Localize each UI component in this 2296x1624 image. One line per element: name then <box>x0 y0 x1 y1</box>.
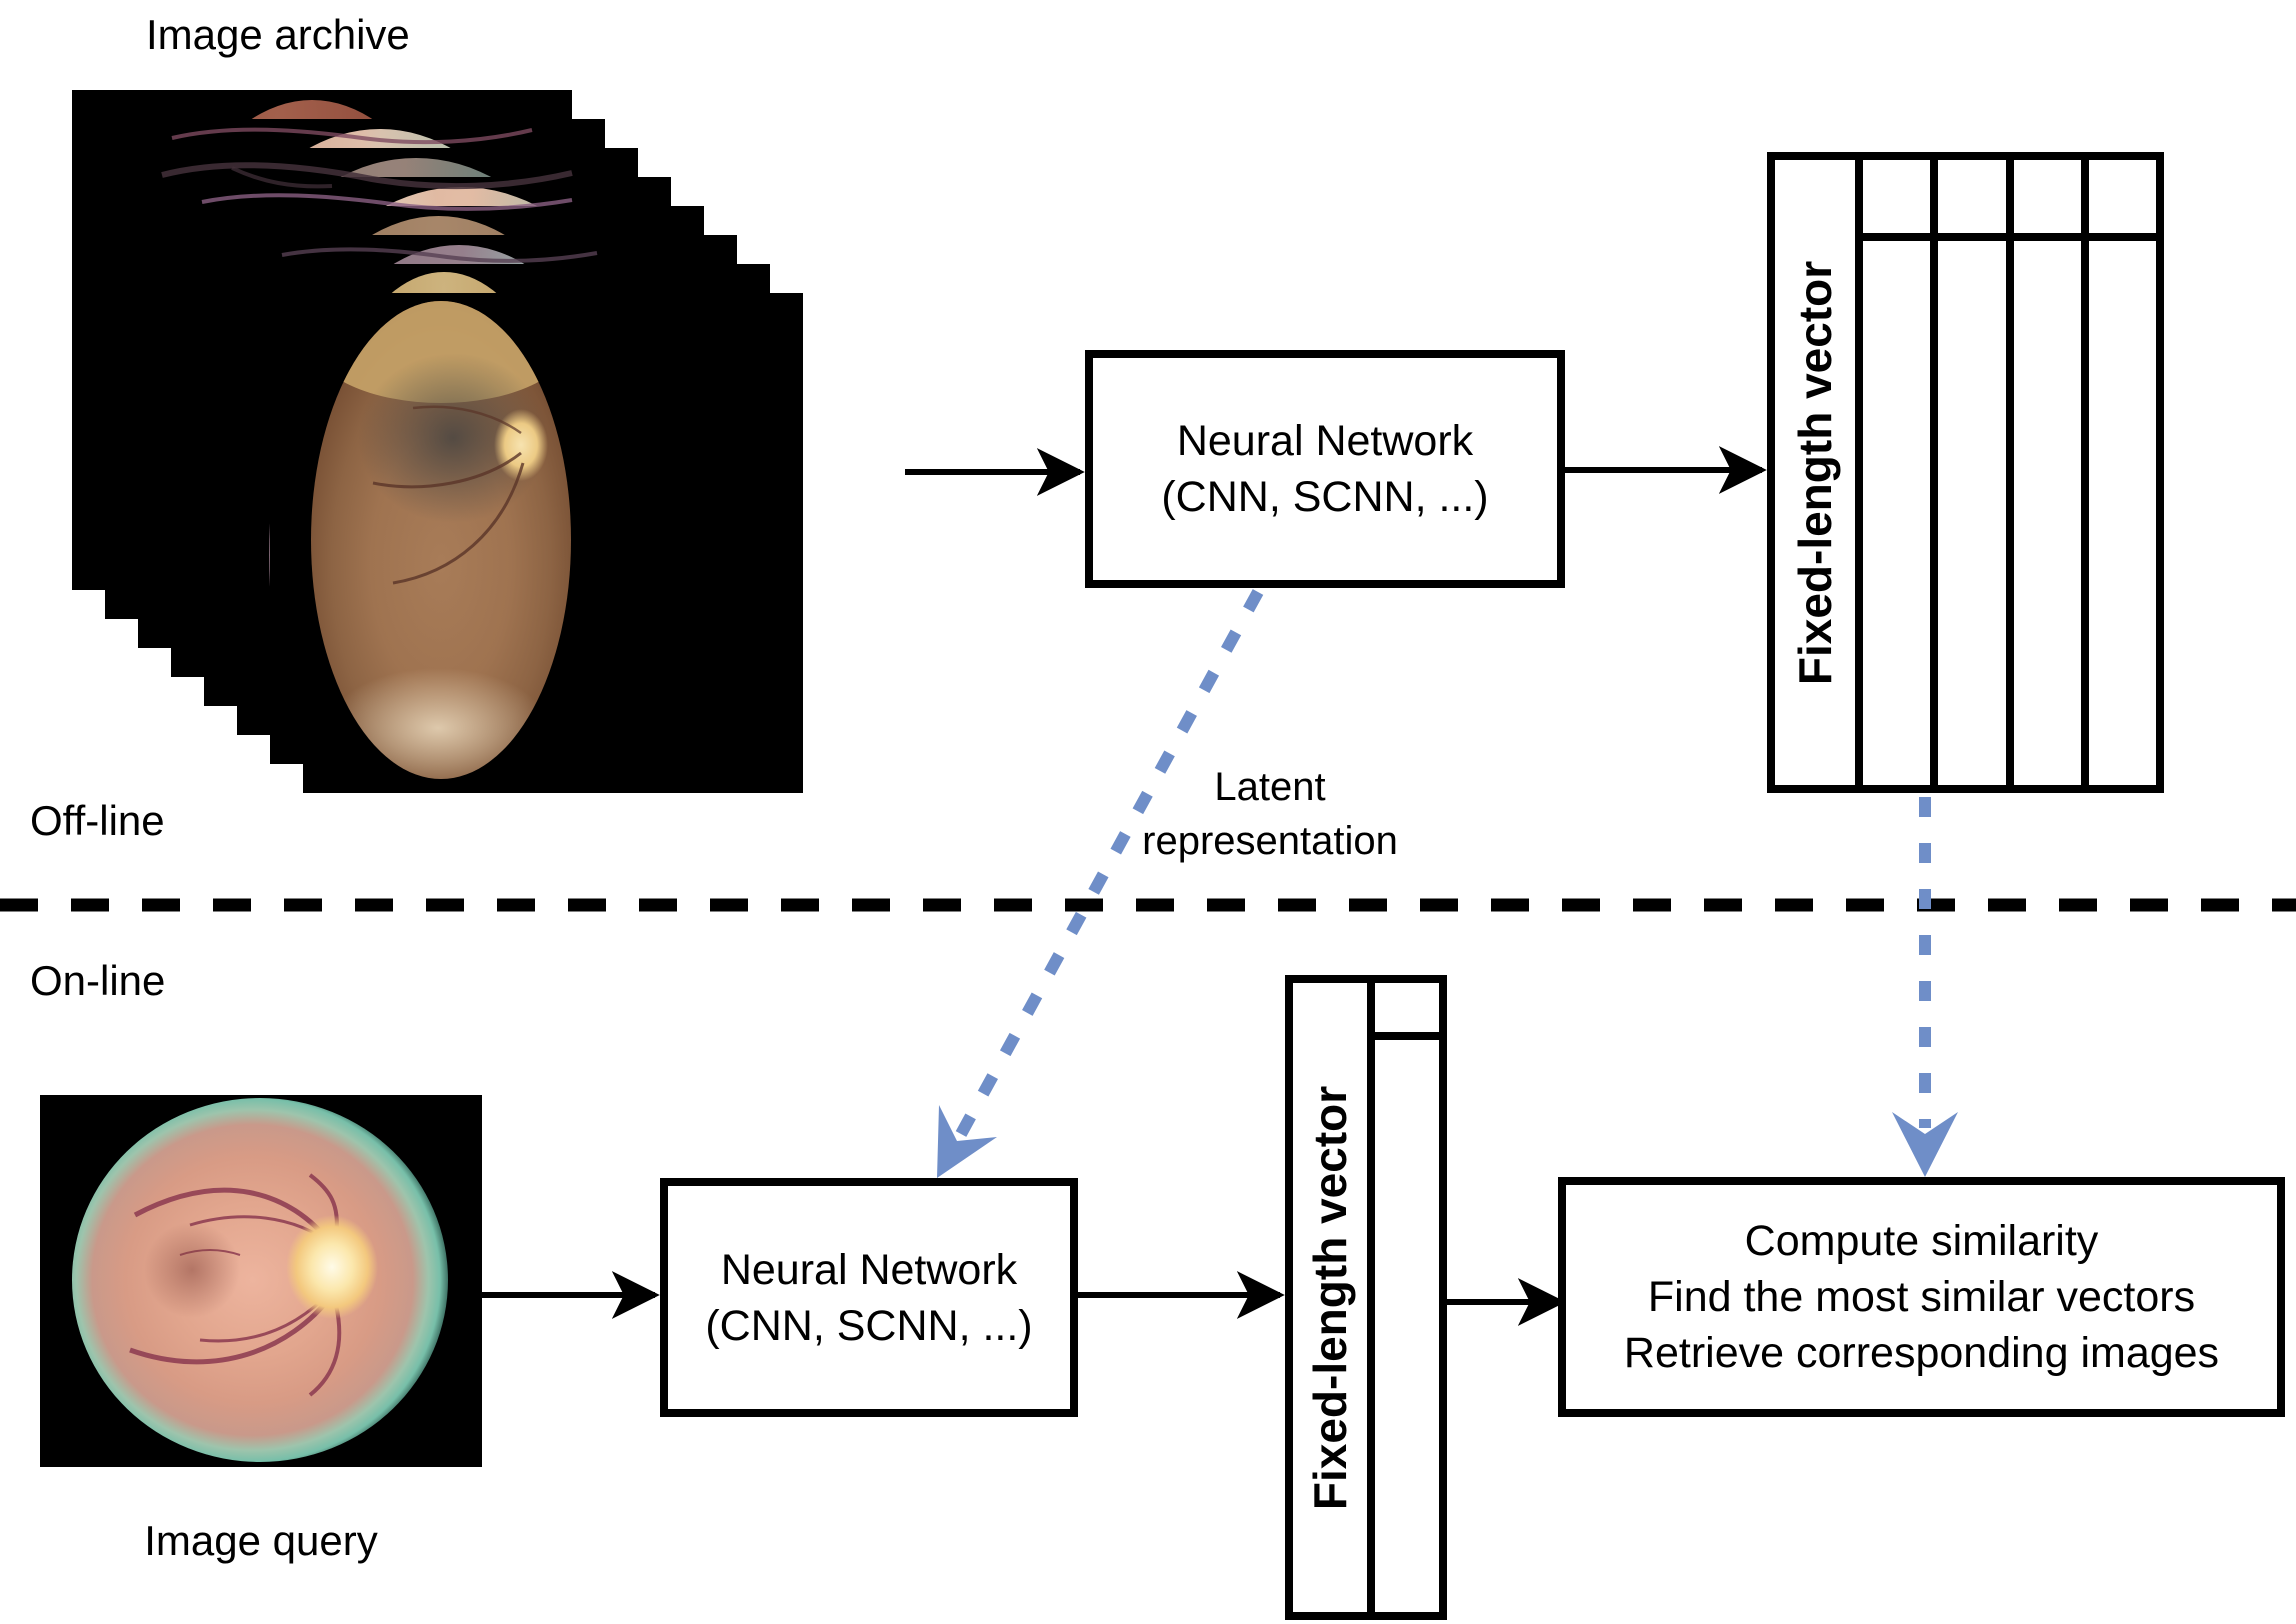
vector-header-cell <box>1863 160 1931 241</box>
latent-representation-label: Latent representation <box>1100 760 1440 868</box>
vector-to-compute-arrowhead <box>1892 1112 1958 1177</box>
latent-transfer-arrowhead <box>937 1105 997 1178</box>
vector-body-cell <box>2089 241 2156 785</box>
query-fundus-image <box>72 1098 448 1462</box>
image-query-photo <box>40 1095 482 1467</box>
vector-body-cell <box>1375 1040 1439 1612</box>
vector-column <box>1930 160 2006 785</box>
vector-body-cell <box>1863 241 1930 785</box>
vector-column <box>2005 160 2081 785</box>
neural-network-box-offline: Neural Network (CNN, SCNN, ...) <box>1085 350 1565 588</box>
vector-header-cell <box>1938 160 2006 241</box>
latent-line2: representation <box>1142 819 1398 863</box>
compute-line1: Compute similarity <box>1744 1217 2099 1265</box>
neural-network-box-online: Neural Network (CNN, SCNN, ...) <box>660 1178 1078 1417</box>
latent-line1: Latent <box>1214 765 1326 809</box>
vector-column <box>1375 983 1439 1612</box>
vector-label-column: Fixed-length vector <box>1293 983 1375 1612</box>
image-query-title: Image query <box>144 1517 378 1564</box>
vector-header-cell <box>2088 160 2156 241</box>
compute-line2: Find the most similar vectors <box>1647 1273 2196 1321</box>
vector-columns <box>1375 983 1439 1612</box>
image-archive-stack <box>72 90 812 800</box>
compute-similarity-box: Compute similarity Find the most similar… <box>1558 1177 2285 1417</box>
nn-online-line1: Neural Network <box>720 1245 1018 1294</box>
offline-section-label: Off-line <box>30 797 165 844</box>
fixed-length-vector-table-offline: Fixed-length vector <box>1767 152 2164 793</box>
vector-columns <box>1863 160 2156 785</box>
vector-offline-label: Fixed-length vector <box>1789 260 1841 685</box>
vector-label-column: Fixed-length vector <box>1775 160 1863 785</box>
vector-online-label: Fixed-length vector <box>1304 1085 1356 1510</box>
archive-photo-front <box>303 293 803 793</box>
fixed-length-vector-table-online: Fixed-length vector <box>1285 975 1447 1620</box>
front-fundus-image <box>311 301 571 779</box>
vector-body-cell <box>2014 241 2081 785</box>
vector-header-cell <box>2013 160 2081 241</box>
vector-header-cell <box>1375 983 1439 1040</box>
nn-offline-line1: Neural Network <box>1176 417 1474 465</box>
vector-column <box>2080 160 2156 785</box>
compute-line3: Retrieve corresponding images <box>1623 1329 2220 1377</box>
nn-offline-line2: (CNN, SCNN, ...) <box>1161 473 1489 521</box>
online-section-label: On-line <box>30 957 166 1004</box>
image-archive-title: Image archive <box>146 11 410 58</box>
vector-body-cell <box>1938 241 2005 785</box>
vector-column <box>1863 160 1931 785</box>
nn-online-line2: (CNN, SCNN, ...) <box>705 1301 1033 1350</box>
